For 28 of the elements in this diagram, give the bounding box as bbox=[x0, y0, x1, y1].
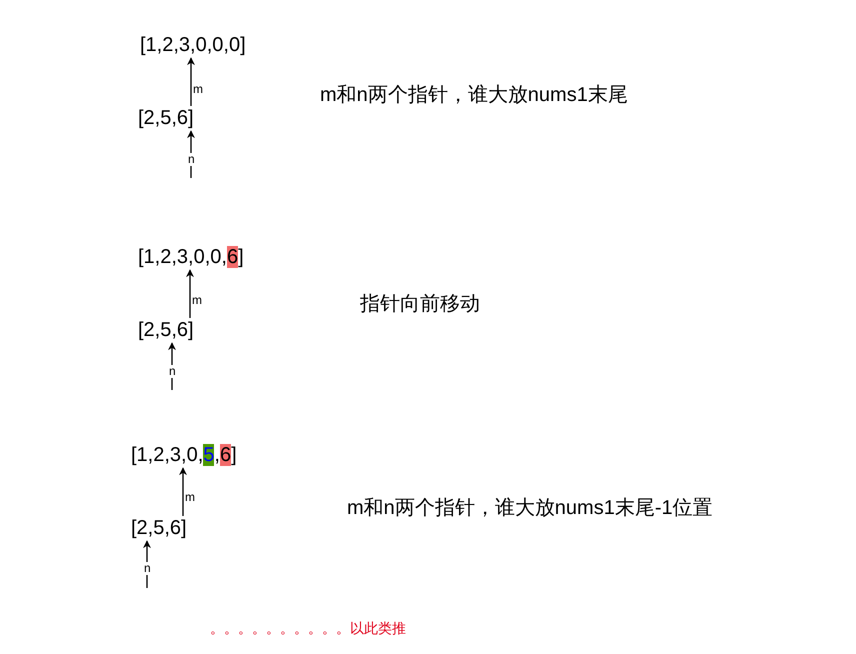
highlighted-digit: 6 bbox=[226, 246, 238, 268]
arrow bbox=[179, 467, 187, 516]
edge-label: m bbox=[191, 294, 203, 307]
array-text: [1,2,3,0,0,0] bbox=[140, 34, 246, 56]
explanation-text: 指针向前移动 bbox=[360, 292, 480, 317]
edge-label: n bbox=[187, 153, 196, 166]
note-text: 。。。。。。。。。。以此类推 bbox=[210, 620, 406, 638]
edge-label: m bbox=[192, 83, 204, 96]
arrow bbox=[168, 342, 176, 390]
edge-label: n bbox=[168, 365, 177, 378]
array-text: [2,5,6] bbox=[131, 517, 187, 539]
array-text: ] bbox=[238, 246, 244, 268]
arrow bbox=[187, 57, 195, 106]
array-text: [1,2,3,0, bbox=[131, 444, 204, 466]
array-text: [2,5,6] bbox=[138, 319, 194, 341]
highlighted-digit: 5 bbox=[203, 444, 214, 466]
arrow bbox=[143, 540, 151, 588]
edge-label: m bbox=[184, 491, 196, 504]
arrow bbox=[187, 130, 195, 178]
explanation-text: m和n两个指针，谁大放nums1末尾-1位置 bbox=[347, 496, 713, 521]
array-text: ] bbox=[231, 444, 237, 466]
highlighted-digit: 6 bbox=[220, 444, 232, 466]
explanation-text: m和n两个指针，谁大放nums1末尾 bbox=[320, 83, 628, 108]
array-text: [1,2,3,0,0, bbox=[138, 246, 227, 268]
array-text: , bbox=[214, 444, 220, 466]
arrow bbox=[186, 269, 194, 318]
array-text: [2,5,6] bbox=[138, 107, 194, 129]
edge-label: n bbox=[143, 562, 152, 575]
